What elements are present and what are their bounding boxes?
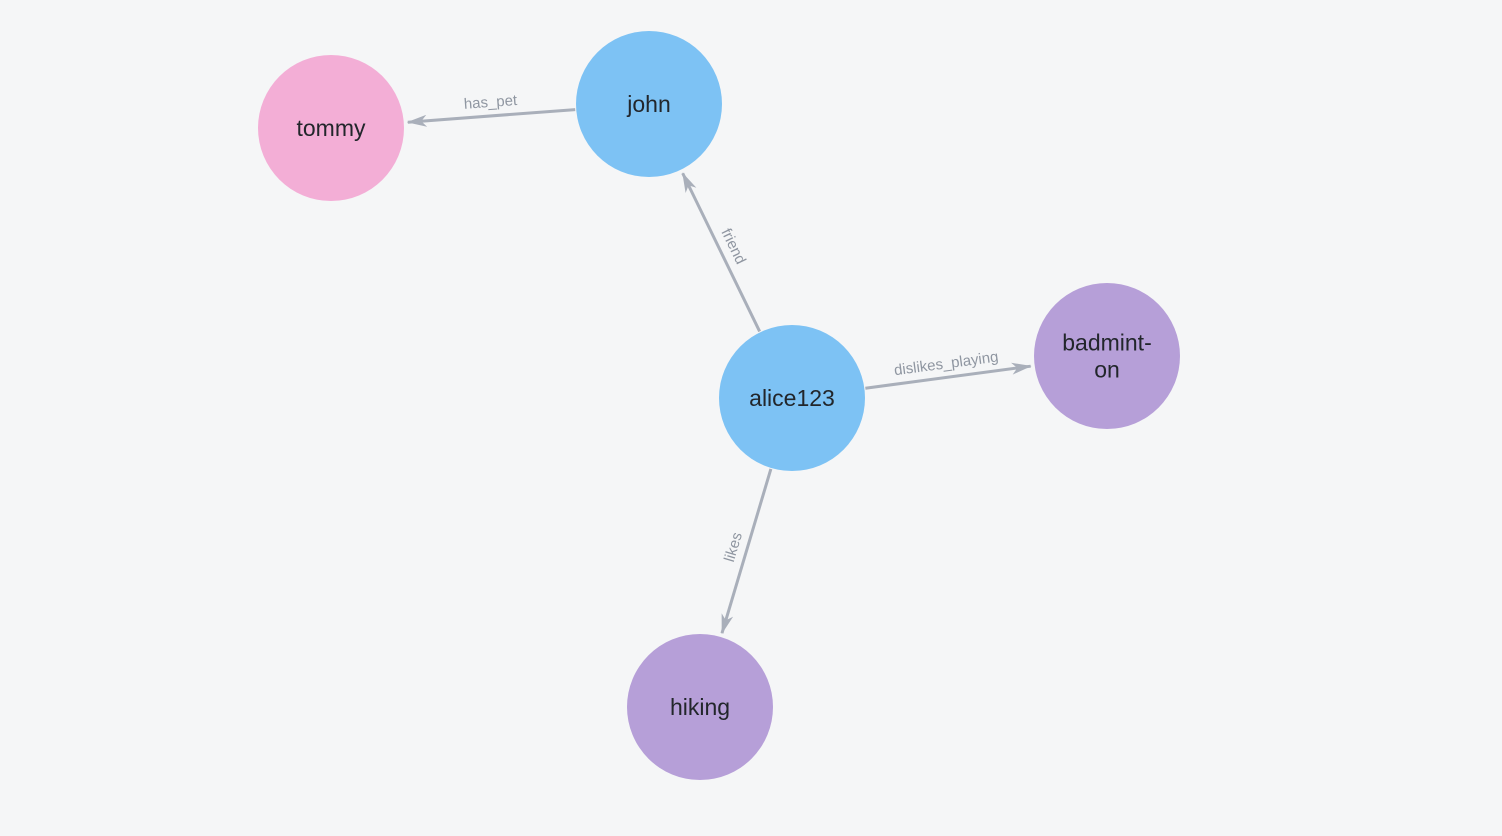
node-circle-tommy[interactable] xyxy=(258,55,404,201)
edge-has_pet[interactable] xyxy=(406,108,576,127)
edge-label-likes: likes xyxy=(721,530,746,564)
node-circle-alice123[interactable] xyxy=(719,325,865,471)
edge-label-dislikes_playing: dislikes_playing xyxy=(893,348,999,379)
node-circle-hiking[interactable] xyxy=(627,634,773,780)
node-hiking[interactable]: hiking xyxy=(627,634,773,780)
node-badminton[interactable]: badmint-on xyxy=(1034,283,1180,429)
node-alice123[interactable]: alice123 xyxy=(719,325,865,471)
node-circle-john[interactable] xyxy=(576,31,722,177)
edge-dislikes_playing[interactable] xyxy=(865,362,1032,390)
edge-label-has_pet: has_pet xyxy=(463,92,518,113)
edge-likes[interactable] xyxy=(720,468,773,635)
node-tommy[interactable]: tommy xyxy=(258,55,404,201)
node-john[interactable]: john xyxy=(576,31,722,177)
edge-friend[interactable] xyxy=(681,172,761,333)
node-circle-badminton[interactable] xyxy=(1034,283,1180,429)
edge-label-friend: friend xyxy=(717,226,749,267)
